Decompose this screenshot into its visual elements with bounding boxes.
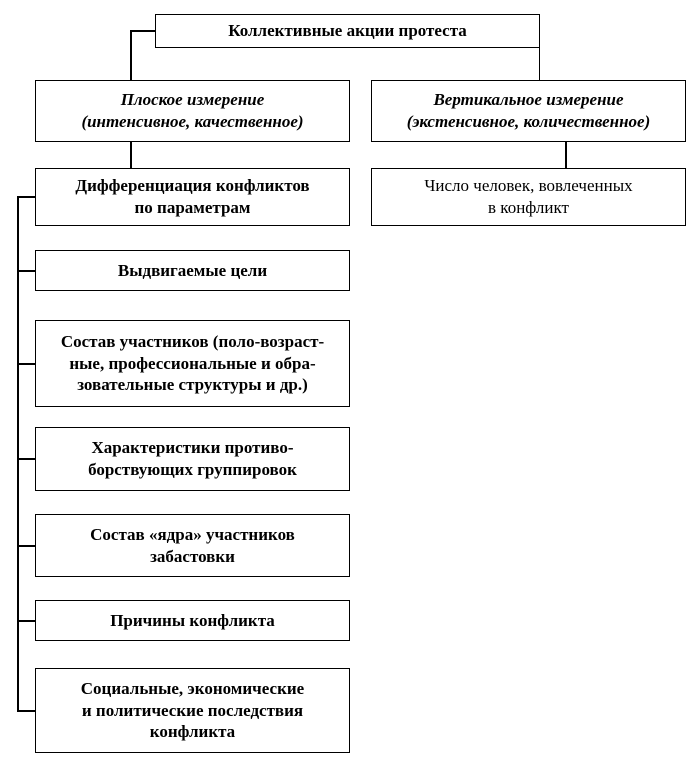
stub-characteristics bbox=[17, 458, 35, 460]
conflict-differentiation-box: Дифференциация конфликтов по параметрам bbox=[35, 168, 350, 226]
parameter-box-participants: Состав участников (поло-возраст- ные, пр… bbox=[35, 320, 350, 407]
connector-root-to-vertical-vertical bbox=[538, 31, 540, 80]
connector-vertical-to-child bbox=[565, 142, 567, 168]
stub-consequences bbox=[17, 710, 35, 712]
parameter-box-goals: Выдвигаемые цели bbox=[35, 250, 350, 291]
parameter-box-causes: Причины конфликта bbox=[35, 600, 350, 641]
stub-core bbox=[17, 545, 35, 547]
connector-root-left-horizontal bbox=[130, 30, 156, 32]
parameter-box-consequences: Социальные, экономические и политические… bbox=[35, 668, 350, 753]
left-spine bbox=[17, 196, 19, 711]
stub-participants bbox=[17, 363, 35, 365]
parameter-box-core: Состав «ядра» участников забастовки bbox=[35, 514, 350, 577]
parameter-box-characteristics: Характеристики противо- борствующих груп… bbox=[35, 427, 350, 491]
vertical-dimension-box: Вертикальное измерение (экстенсивное, ко… bbox=[371, 80, 686, 142]
people-involved-box: Число человек, вовлеченных в конфликт bbox=[371, 168, 686, 226]
root-box: Коллективные акции протеста bbox=[155, 14, 540, 48]
stub-goals bbox=[17, 270, 35, 272]
flat-dimension-box: Плоское измерение (интенсивное, качестве… bbox=[35, 80, 350, 142]
stub-causes bbox=[17, 620, 35, 622]
stub-differentiation bbox=[17, 196, 35, 198]
connector-flat-to-child bbox=[130, 142, 132, 168]
connector-root-to-flat-vertical bbox=[130, 30, 132, 80]
